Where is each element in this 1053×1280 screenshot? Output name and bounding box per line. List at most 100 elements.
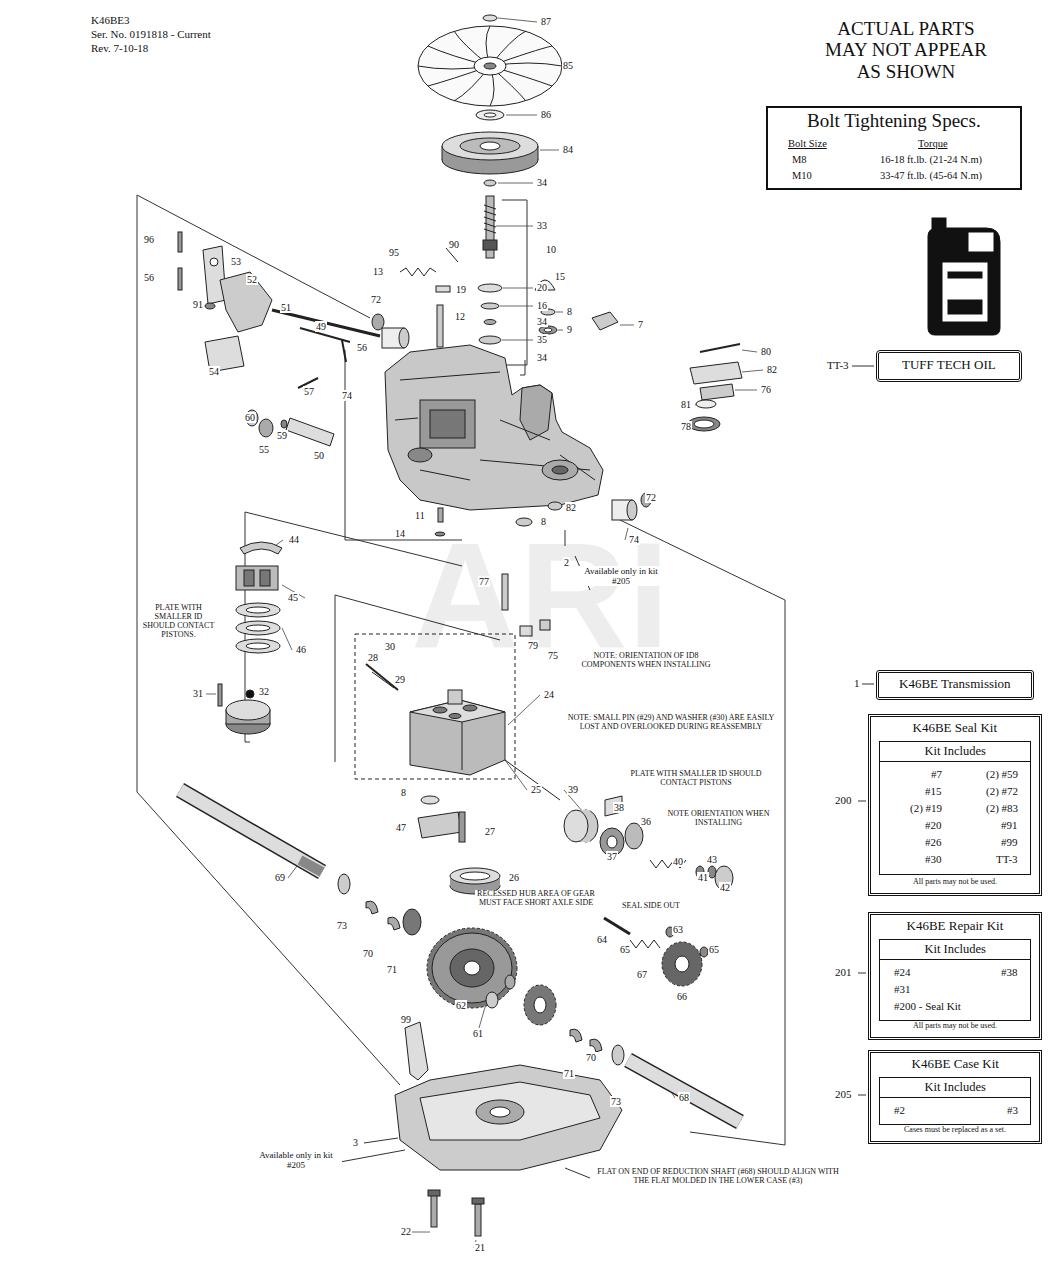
note: NOTE: SMALL PIN (#29) AND WASHER (#30) A…	[560, 714, 782, 732]
callout-number: 87	[540, 16, 552, 27]
callout-number: 8	[566, 306, 573, 317]
callout-number: 99	[400, 1014, 412, 1025]
callout-number: 40	[672, 856, 684, 867]
fan	[418, 15, 562, 120]
callout-number: 41	[697, 872, 709, 883]
callout-number: 34	[536, 177, 548, 188]
callout-number: 52	[246, 274, 258, 285]
box-text: TT-3	[996, 853, 1018, 866]
callout-number: 76	[760, 384, 772, 395]
callout-number: 54	[208, 366, 220, 377]
axle-gears	[180, 790, 740, 1122]
callout-number: 36	[640, 816, 652, 827]
callout-number: 91	[192, 299, 204, 310]
note: NOTE ORIENTATION WHEN INSTALLING	[655, 810, 782, 828]
box-text: (2) #19	[910, 802, 942, 815]
callout-number: 26	[508, 872, 520, 883]
box-text: (2) #72	[986, 785, 1018, 798]
box-heading: K46BE Case Kit	[912, 1057, 999, 1072]
callout-number: 96	[143, 234, 155, 245]
callout-number: 70	[362, 948, 374, 959]
callout-number: 205	[834, 1088, 853, 1100]
box-text: #200 - Seal Kit	[894, 1000, 961, 1013]
box-text: #91	[1001, 819, 1018, 832]
box-text: Cases must be replaced as a set.	[904, 1125, 1006, 1134]
callout-number: 69	[274, 872, 286, 883]
header-text: Rev. 7-10-18	[90, 42, 149, 54]
box-text: Bolt Size	[788, 138, 827, 150]
box-heading: K46BE Repair Kit	[907, 919, 1004, 934]
kit-box: K46BE Seal KitAll parts may not be used.…	[868, 714, 1042, 896]
pulley	[442, 132, 538, 186]
notice: ACTUAL PARTS MAY NOT APPEAR AS SHOWN	[815, 18, 997, 82]
callout-number: 82	[766, 364, 778, 375]
callout-number: 201	[834, 966, 853, 978]
callout-number: 65	[708, 944, 720, 955]
box-text: #24	[894, 966, 911, 979]
callout-number: 28	[367, 652, 379, 663]
kit-table: Kit Includes#24#38#31#200 - Seal Kit	[879, 939, 1031, 1021]
callout-number: 80	[760, 346, 772, 357]
note: PLATE WITH SMALLER ID SHOULD CONTACT PIS…	[140, 604, 217, 640]
callout-number: 21	[474, 1242, 486, 1253]
callout-number: 43	[706, 854, 718, 865]
callout-number: 20	[536, 282, 548, 293]
callout-number: 85	[562, 60, 574, 71]
box-text: #3	[1007, 1104, 1018, 1117]
callout-number: TT-3	[826, 359, 850, 371]
callout-number: 30	[384, 641, 396, 652]
frame-lines	[137, 195, 874, 1178]
box-text: #2	[894, 1104, 905, 1117]
oil-box: TUFF TECH OIL	[876, 350, 1022, 382]
callout-number: 34	[536, 352, 548, 363]
callout-number: 45	[287, 592, 299, 603]
callout-number: 25	[530, 784, 542, 795]
box-text: #15	[925, 785, 942, 798]
callout-number: 51	[280, 302, 292, 313]
callout-number: 56	[356, 342, 368, 353]
box-text: #30	[925, 853, 942, 866]
callout-number: 59	[276, 430, 288, 441]
kit-box: K46BE Repair KitAll parts may not be use…	[868, 912, 1042, 1040]
note: RECESSED HUB AREA OF GEAR MUST FACE SHOR…	[475, 890, 597, 908]
kit-table: Kit Includes#7(2) #59#15(2) #72(2) #19(2…	[879, 741, 1031, 875]
callout-number: 39	[567, 784, 579, 795]
callout-number: 24	[543, 689, 555, 700]
box-text: (2) #83	[986, 802, 1018, 815]
box-text: All parts may not be used.	[913, 877, 997, 886]
callout-number: 56	[143, 272, 155, 283]
callout-number: 66	[676, 991, 688, 1002]
input-shaft	[400, 196, 618, 361]
callout-number: 65	[619, 944, 631, 955]
box-text: #38	[1001, 966, 1018, 979]
box-text: #99	[1001, 836, 1018, 849]
callout-number: 37	[606, 851, 618, 862]
box-text: All parts may not be used.	[913, 1021, 997, 1030]
callout-number: 46	[295, 644, 307, 655]
box-text: 33-47 ft.lb. (45-64 N.m)	[880, 170, 982, 182]
box-heading: TUFF TECH OIL	[902, 358, 996, 373]
callout-number: 8	[540, 516, 547, 527]
part-box: K46BE Transmission	[876, 670, 1034, 700]
callout-number: 79	[527, 640, 539, 651]
callout-number: 62	[455, 1000, 467, 1011]
callout-number: 33	[536, 220, 548, 231]
lower-case	[395, 1022, 622, 1236]
callout-number: 50	[313, 450, 325, 461]
control-arm-parts	[178, 232, 409, 446]
note: Available only in kit #205	[250, 1150, 342, 1170]
callout-number: 95	[388, 247, 400, 258]
box-text: Torque	[918, 138, 948, 150]
callout-number: 86	[540, 109, 552, 120]
side-parts	[435, 344, 742, 536]
spec-table: Bolt Tightening Specs.Bolt SizeTorqueM81…	[766, 106, 1022, 190]
callout-number: 72	[370, 294, 382, 305]
callout-number: 31	[192, 688, 204, 699]
callout-number: 11	[414, 510, 426, 521]
callout-number: 75	[547, 650, 559, 661]
callout-number: 71	[563, 1068, 575, 1079]
callout-number: 81	[680, 399, 692, 410]
callout-number: 57	[303, 386, 315, 397]
callout-number: 16	[536, 300, 548, 311]
